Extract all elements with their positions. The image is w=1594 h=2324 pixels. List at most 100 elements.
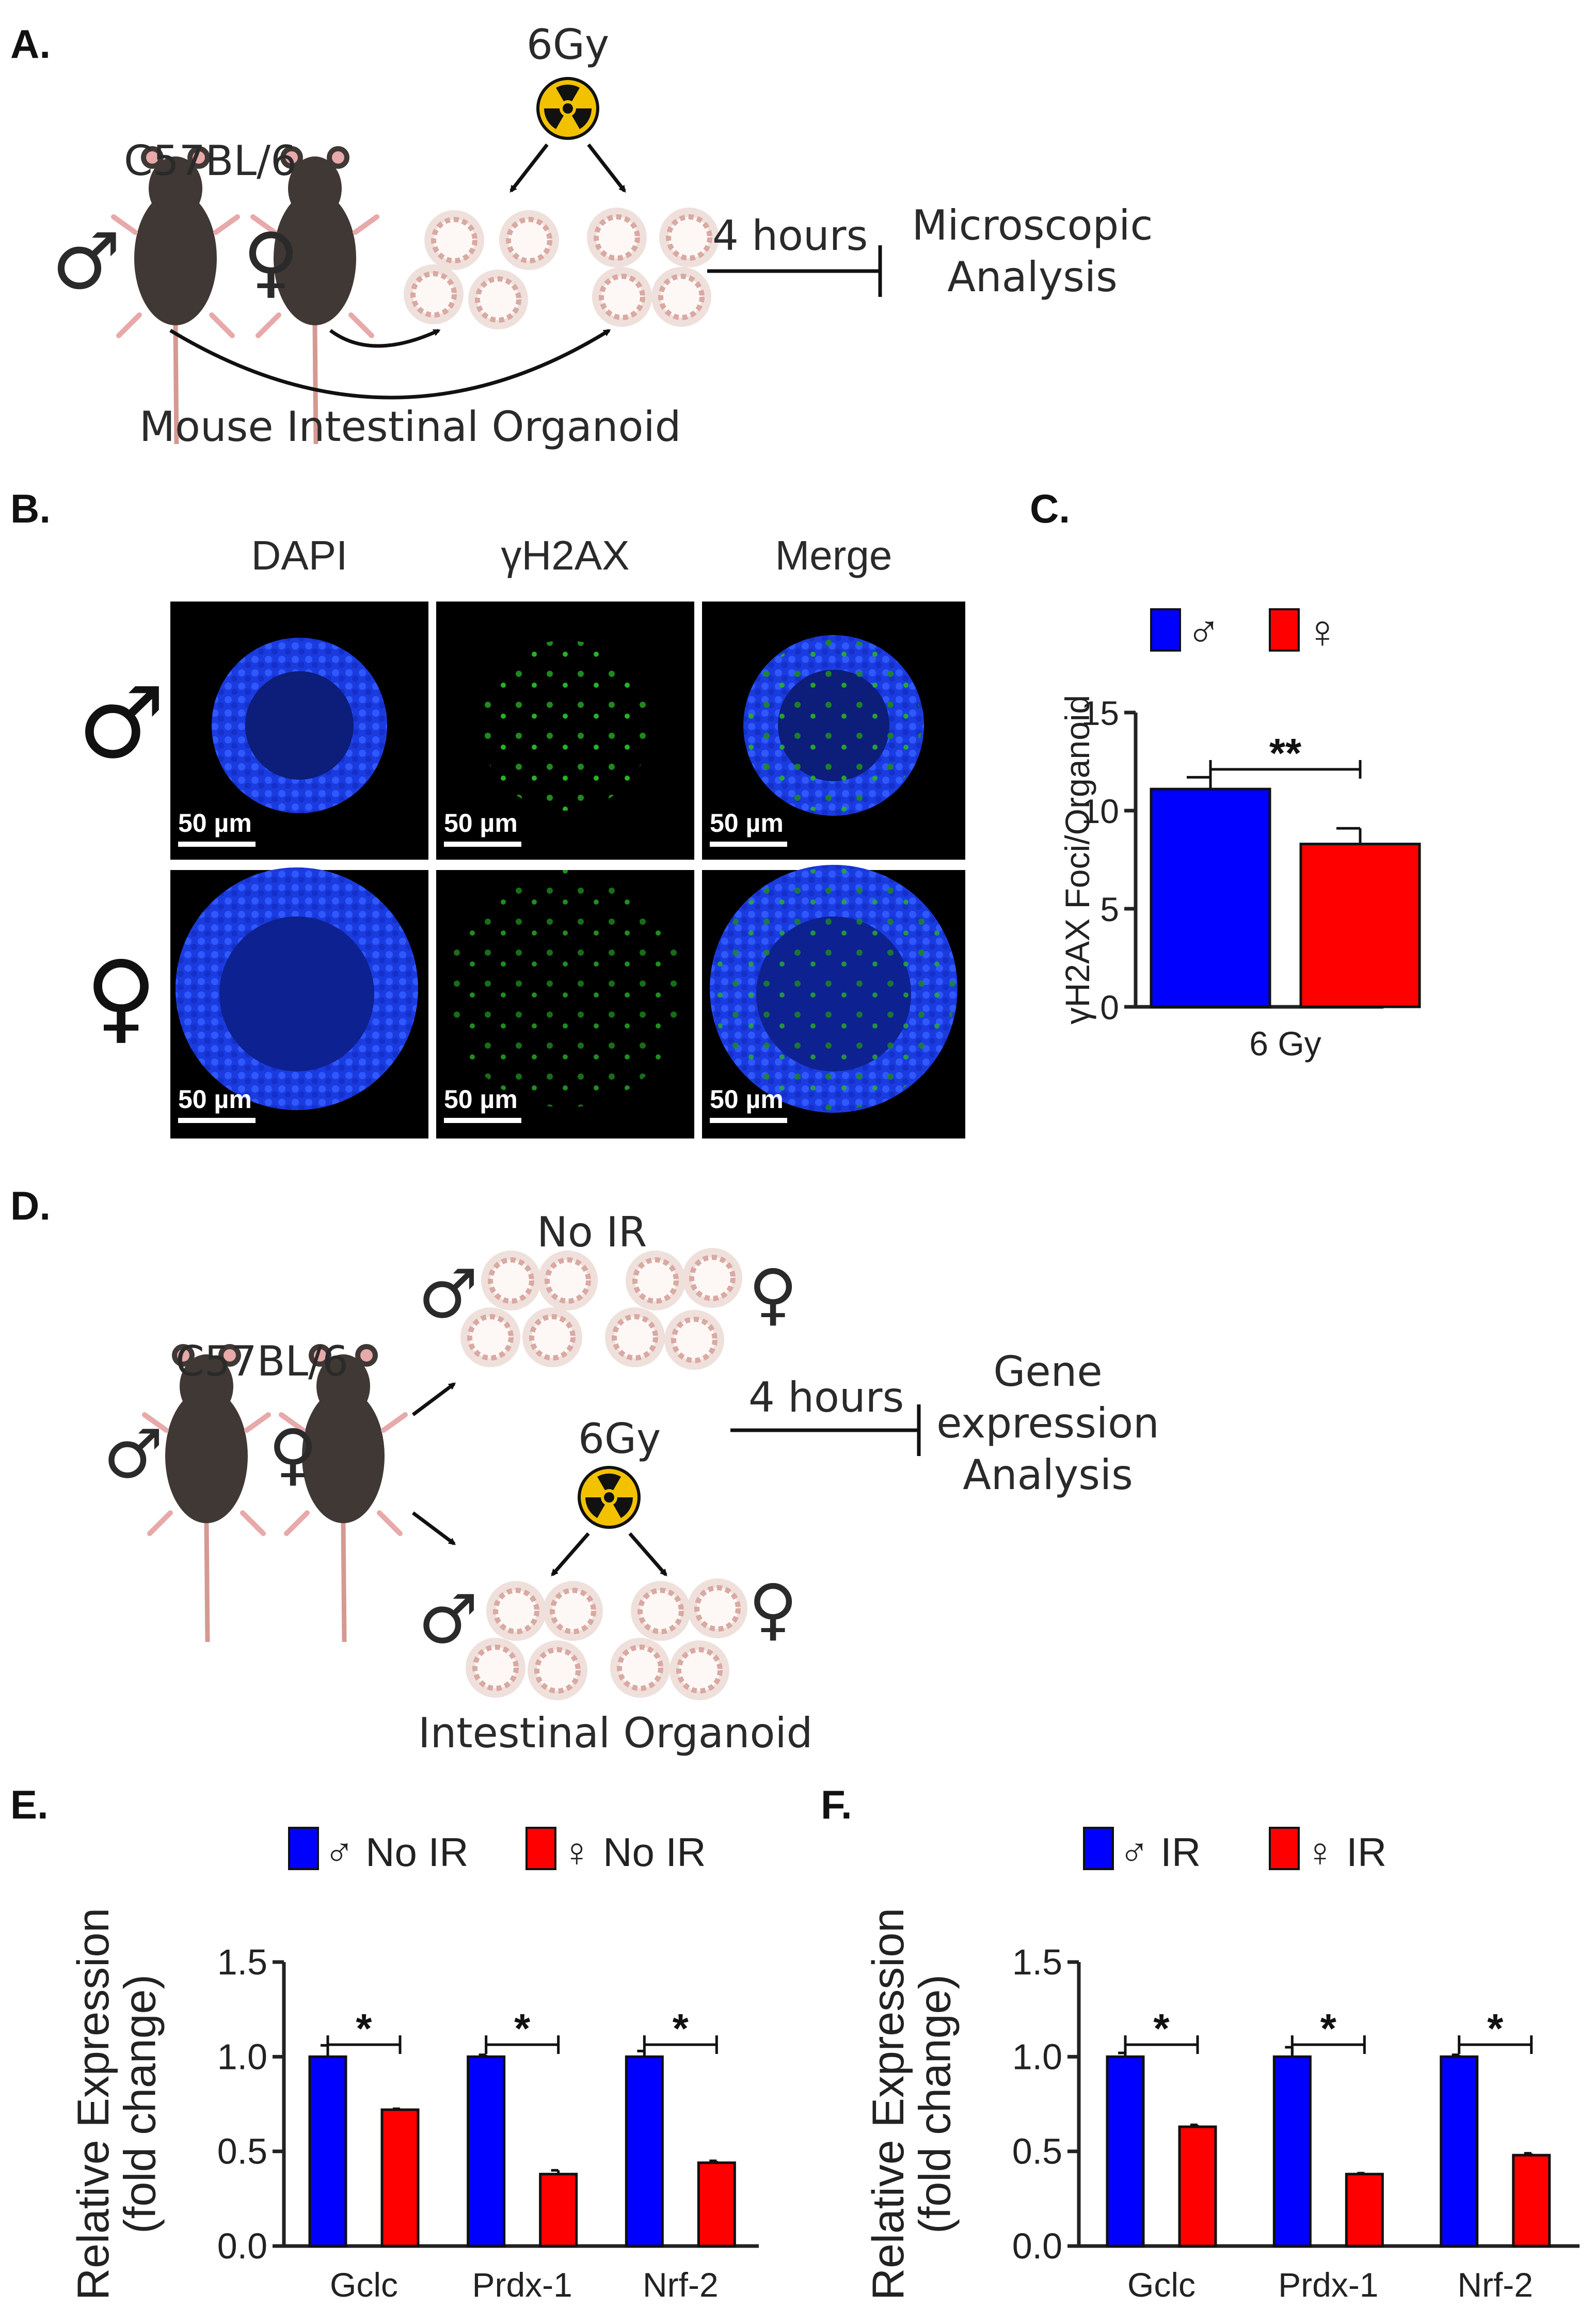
x-tick-label: Nrf-2 (1457, 2266, 1533, 2304)
legend-label: ♀ No IR (562, 1829, 706, 1875)
y-tick-label: 0.0 (1012, 2226, 1062, 2266)
organoid-cluster-icon (610, 1578, 747, 1700)
significance-label: * (673, 2005, 689, 2051)
legend-swatch (1269, 1827, 1300, 1870)
legend-label: ♀ IR (1305, 1829, 1386, 1875)
y-axis-label: Relative Expression (69, 1908, 118, 2300)
significance-label: * (1320, 2005, 1337, 2051)
y-tick-label: 1.5 (1012, 1942, 1062, 1982)
male-symbol: ♂ (418, 1580, 479, 1658)
dapi-female-image (170, 867, 428, 1139)
y-tick-label: 1.0 (1012, 2036, 1062, 2077)
outcome-line-2: Analysis (947, 253, 1118, 301)
panel-d-schematic (0, 1188, 921, 1756)
legend-label: ♂ No IR (324, 1829, 469, 1875)
y-axis-label: (fold change) (910, 1974, 960, 2234)
organoid-cluster-icon (460, 1251, 598, 1367)
panel-e-letter: E. (10, 1782, 49, 1827)
legend-label: ♀ (1305, 606, 1340, 658)
y-tick-label: 0 (1100, 988, 1119, 1026)
y-tick-label: 10 (1081, 792, 1119, 830)
significance-label: * (1153, 2005, 1170, 2051)
radiation-icon (538, 78, 598, 138)
radiation-icon (579, 1467, 639, 1527)
y-axis-label: (fold change) (115, 1974, 165, 2234)
organoid-cluster-icon (466, 1581, 603, 1700)
bar (539, 2173, 578, 2248)
scale-bar (178, 842, 256, 847)
bar (308, 2055, 347, 2248)
panel-b-letter: B. (10, 486, 51, 531)
significance-label: * (514, 2005, 531, 2051)
outcome-line-3: Analysis (963, 1451, 1133, 1499)
y-axis-label: Relative Expression (864, 1908, 913, 2300)
y-tick-label: 1.5 (217, 1942, 267, 1982)
bar (1272, 2055, 1312, 2248)
strain-label: C57BL/6 (176, 1337, 348, 1385)
scale-bar (710, 842, 787, 847)
legend-label: ♂ IR (1119, 1829, 1201, 1875)
panel-f-letter: F. (821, 1782, 852, 1827)
male-symbol: ♂ (103, 1415, 164, 1493)
male-mouse-icon (114, 146, 237, 444)
chart-f: 0.0 0.5 1.0 1.5 Relative Expression(fold cha… (864, 1827, 1580, 2304)
bar (1440, 2055, 1479, 2248)
y-tick-label: 5 (1100, 890, 1119, 928)
scale-label: 50 µm (444, 809, 518, 837)
legend-swatch (525, 1827, 556, 1870)
scale-label: 50 µm (178, 809, 252, 837)
significance-label: * (1487, 2005, 1504, 2051)
legend-swatch (288, 1827, 319, 1870)
merge-male-image (702, 602, 965, 860)
outcome-line-1: Microscopic (912, 201, 1153, 249)
y-tick-label: 15 (1081, 694, 1119, 732)
column-header-merge: Merge (775, 532, 892, 578)
male-symbol: ♂ (52, 217, 121, 307)
female-symbol: ♀ (748, 1255, 798, 1333)
x-tick-label: 6 Gy (1249, 1024, 1321, 1063)
scale-label: 50 µm (710, 1085, 784, 1114)
gh2ax-female-image (436, 870, 694, 1139)
time-label: 4 hours (712, 212, 868, 260)
organoid-cluster-icon (404, 210, 559, 329)
female-symbol: ♀ (268, 1415, 318, 1493)
scale-label: 50 µm (444, 1085, 518, 1114)
scale-bar (178, 1118, 256, 1123)
y-tick-label: 1.0 (217, 2036, 267, 2077)
female-symbol: ♀ (243, 217, 299, 307)
bar (1106, 2055, 1145, 2248)
bar (1512, 2154, 1551, 2248)
scale-bar (710, 1118, 787, 1123)
legend-label: ♂ (1186, 606, 1221, 658)
legend-swatch (1269, 608, 1300, 652)
row-label-male: ♂ (77, 666, 166, 780)
x-tick-label: Gclc (1127, 2266, 1195, 2304)
bar (697, 2161, 736, 2248)
bar (1178, 2125, 1217, 2248)
panel-a-schematic (0, 0, 882, 465)
scale-bar (444, 1118, 521, 1123)
legend-swatch (1083, 1827, 1114, 1870)
dapi-male-image (170, 602, 428, 860)
panel-a-caption: Mouse Intestinal Organoid (139, 403, 681, 451)
bar (1345, 2173, 1384, 2248)
panel-c-letter: C. (1030, 486, 1070, 531)
column-header-gh2ax: γH2AX (501, 532, 630, 578)
microscopy-grid (170, 602, 965, 1139)
strain-label: C57BL/6 (124, 137, 297, 185)
legend-swatch (1150, 608, 1181, 652)
outcome-line-2: expression (936, 1399, 1159, 1447)
bar (467, 2055, 506, 2248)
column-header-dapi: DAPI (251, 532, 348, 578)
bar (380, 2108, 420, 2248)
significance-label: * (356, 2005, 372, 2051)
significance-label: ** (1269, 730, 1302, 776)
y-tick-label: 0.5 (1012, 2131, 1062, 2172)
male-symbol: ♂ (418, 1255, 479, 1333)
x-tick-label: Prdx-1 (1278, 2266, 1378, 2304)
organoid-cluster-icon (587, 208, 719, 327)
panel-d-letter: D. (10, 1183, 51, 1228)
bar (625, 2055, 664, 2248)
x-tick-label: Nrf-2 (643, 2266, 719, 2304)
row-label-female: ♀ (85, 940, 157, 1054)
